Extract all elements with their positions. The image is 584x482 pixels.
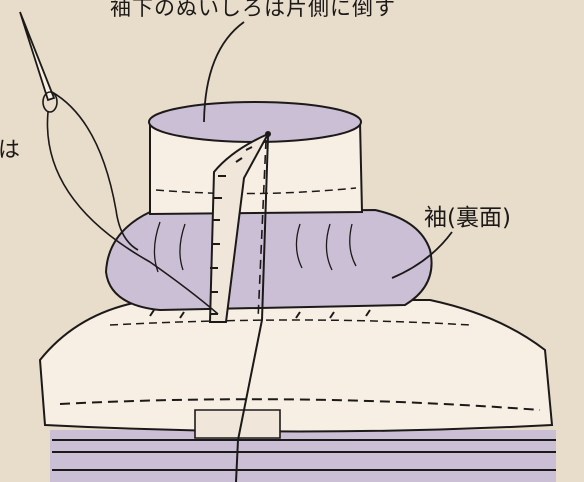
bottom-fabric-band xyxy=(50,430,556,482)
sleeve-reverse-label: 袖(裏面) xyxy=(424,205,511,231)
seam-allowance-flap xyxy=(208,131,271,323)
seam-allowance-note: 袖下のぬいしろは片側に倒す xyxy=(110,0,396,20)
underarm-seam xyxy=(235,135,269,482)
sewing-needle-icon xyxy=(19,11,219,315)
top-annotation-leader xyxy=(203,21,245,123)
sleeve-annotation-leader xyxy=(391,231,453,279)
cropped-left-text: は xyxy=(0,138,21,163)
seam-fold-tab xyxy=(194,409,281,439)
cuff-opening xyxy=(148,101,362,143)
